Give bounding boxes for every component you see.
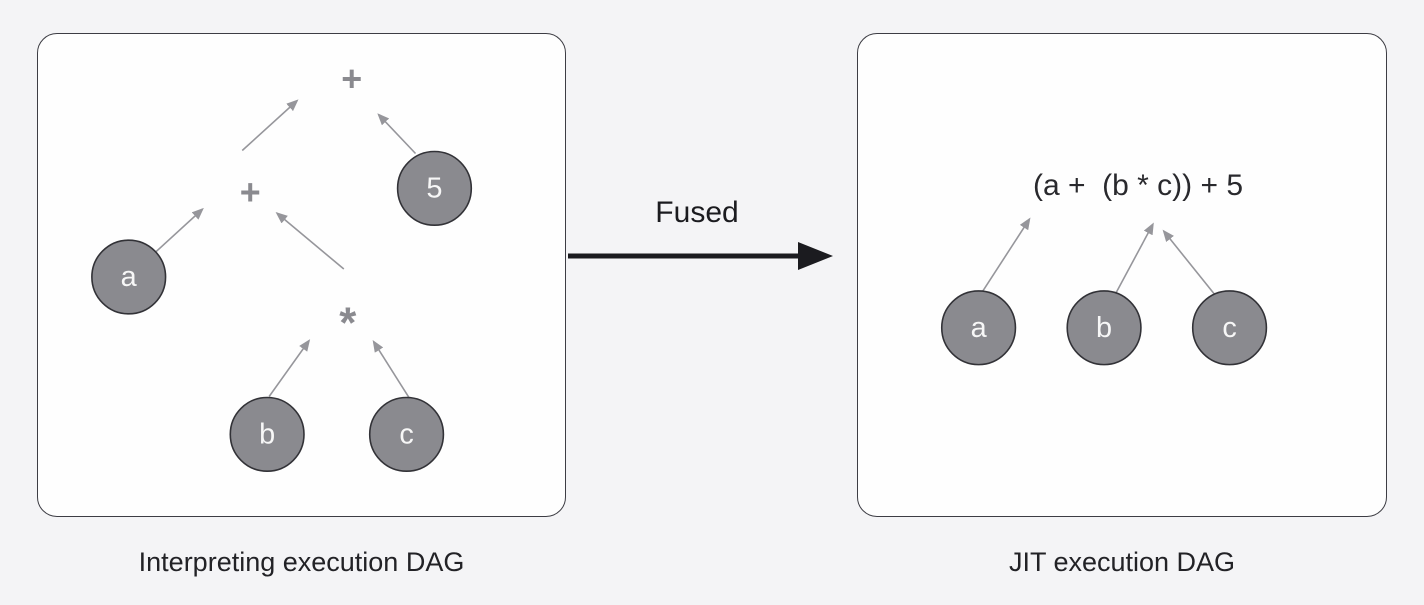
node-c-circle [368,396,445,472]
node-a: a [940,290,1017,366]
node-c-label: c [399,418,413,450]
node-b-label: b [259,418,275,450]
node-b-circle [229,396,305,472]
node-a-label: a [971,312,988,344]
edge-b-to-star [268,339,311,397]
edge-a-to-plus-inner [155,207,204,253]
node-five-circle [396,150,473,227]
node-a-label: a [121,261,138,293]
fused-expression: (a + (b * c)) + 5 [1032,169,1244,202]
node-c: c [1191,290,1268,366]
edge-star-to-plus-inner [275,211,345,270]
op-star-label: * [339,299,356,348]
node-a-circle [91,239,167,315]
node-c-circle [1191,290,1268,366]
fused-arrow-head [798,242,833,270]
edge-five-to-plus-root [377,113,417,155]
op-plus-inner-label: + [240,172,261,212]
node-c-label: c [1222,312,1236,344]
edge-plus-inner-to-plus-root [241,99,299,152]
interpreting-dag-panel: + + * a 5 b c [37,33,566,517]
node-b: b [1066,290,1142,366]
jit-dag-graph: a b c [940,217,1268,366]
node-a-circle [940,290,1017,366]
edge-c-to-star [372,340,411,399]
edge-b-to-expression [1115,222,1154,294]
jit-dag-caption: JIT execution DAG [1008,547,1236,577]
dag-edges [155,99,417,399]
node-five-label: 5 [426,172,442,204]
node-b: b [229,396,305,472]
edge-a-to-expression [980,217,1031,294]
node-b-circle [1066,290,1142,366]
node-five: 5 [396,150,473,227]
node-b-label: b [1096,312,1112,344]
fused-label: Fused [655,196,739,229]
node-a: a [91,239,167,315]
op-plus-root-label: + [341,59,362,99]
interpreting-dag-graph: + + * a 5 b c [91,59,473,472]
dag-edges [980,217,1218,298]
edge-c-to-expression [1162,229,1218,298]
jit-dag-panel: a b c (a + (b * c)) + 5 [857,33,1387,517]
interpreting-dag-caption: Interpreting execution DAG [138,547,465,577]
node-c: c [368,396,445,472]
